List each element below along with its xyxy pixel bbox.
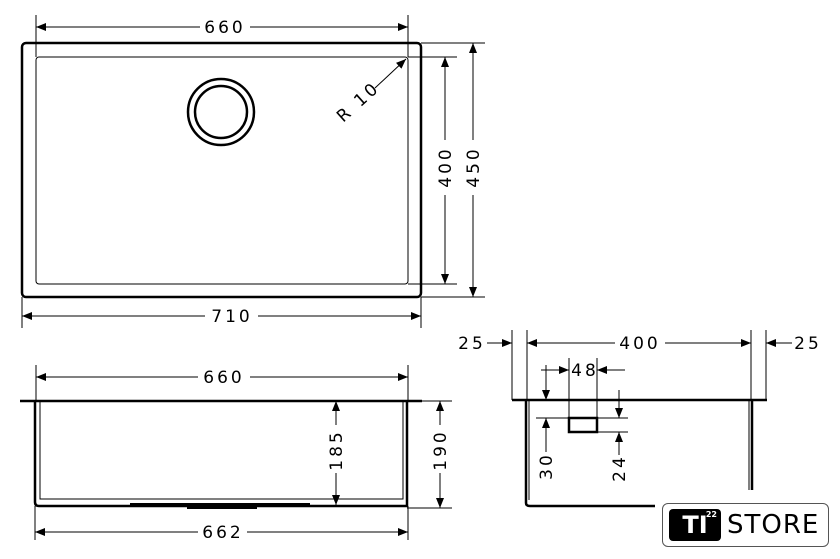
dim-front-width-bottom: 662 [202,523,243,543]
dim-side-right-margin: 25 [794,334,822,354]
dim-front-depth-outer: 190 [431,429,451,470]
dim-overflow-height: 24 [610,454,630,482]
sink-inner-basin [35,56,409,285]
dim-overflow-offset: 30 [537,452,557,480]
logo-text: STORE [727,510,820,540]
dim-top-width-inner: 660 [204,18,245,38]
drain-outer [186,77,256,147]
dim-front-depth-inner: 185 [327,429,347,470]
dim-top-depth-inner: 400 [436,146,456,187]
overflow-slot [567,416,599,434]
dim-front-width-top: 660 [203,368,244,388]
store-logo: TI 22 STORE [662,503,829,547]
dim-top-width-outer: 710 [211,307,252,327]
dim-corner-radius: R 10 [333,78,384,127]
logo-mark: TI 22 [669,509,721,541]
logo-mark-text: TI [682,511,708,539]
dim-side-depth: 400 [619,334,660,354]
dim-top-depth-outer: 450 [464,146,484,187]
sink-outer-rim [20,41,423,299]
side-view: 25 400 25 48 30 24 [458,330,822,508]
dim-side-left-margin: 25 [458,334,486,354]
top-view: 660 710 400 450 R 10 [20,15,485,328]
drain-inner [193,84,249,140]
logo-superscript: 22 [705,510,717,519]
front-view: 660 662 185 190 [20,365,452,543]
dim-overflow-width: 48 [571,361,599,381]
